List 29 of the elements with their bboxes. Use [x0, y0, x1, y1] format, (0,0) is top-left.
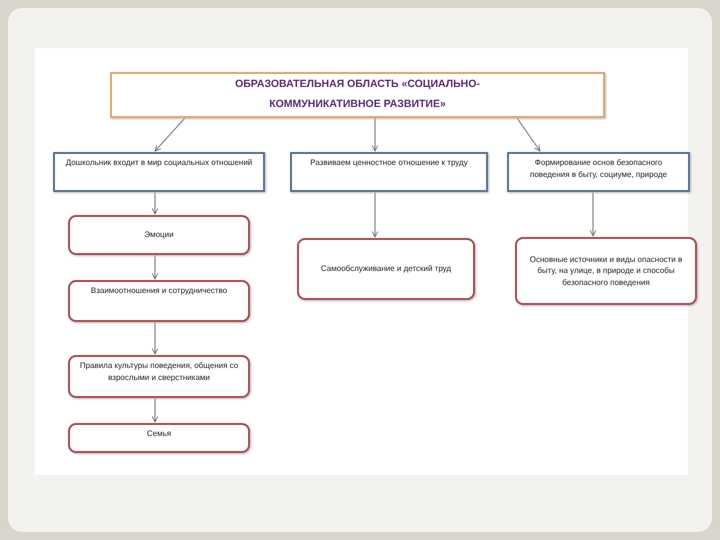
arrow [152, 254, 158, 280]
arrow [152, 398, 158, 422]
arrow [152, 322, 158, 354]
section-box [53, 152, 265, 192]
arrow [152, 192, 158, 214]
box-text: Эмоции [144, 229, 174, 241]
box-text: Дошкольник входит в мир социальных отношений [66, 157, 252, 169]
box-text: Взаимоотношения и сотрудничество [90, 285, 228, 297]
box-text: Самообслуживание и детский труд [320, 263, 452, 275]
section-box [507, 152, 690, 192]
arrow [590, 192, 596, 236]
title-box [110, 72, 605, 118]
box-text: Семья [146, 428, 172, 440]
box-text: Правила культуры поведения, общения со взрослыми и сверстниками [78, 360, 240, 384]
box-text: Формирование основ безопасного поведения в быту, социуме, природе [529, 157, 668, 180]
topic-box [68, 215, 250, 255]
topic-box [68, 355, 250, 398]
topic-box [68, 280, 250, 322]
topic-box [297, 238, 475, 300]
arrow [154, 118, 186, 152]
section-box [290, 152, 488, 192]
box-text: Основные источники и виды опасности в быту, на улице, в природе и способы безопасного поведения [528, 254, 684, 288]
topic-box [515, 237, 697, 305]
topic-box [68, 423, 250, 453]
arrow [516, 118, 540, 152]
box-text: Развиваем ценностное отношение к труду [310, 157, 468, 169]
arrow [372, 192, 378, 238]
box-text: ОБРАЗОВАТЕЛЬНАЯ ОБЛАСТЬ «СОЦИАЛЬНО-КОММУНИКАТИВНОЕ РАЗВИТИЕ» [234, 77, 481, 112]
arrow [372, 118, 378, 152]
